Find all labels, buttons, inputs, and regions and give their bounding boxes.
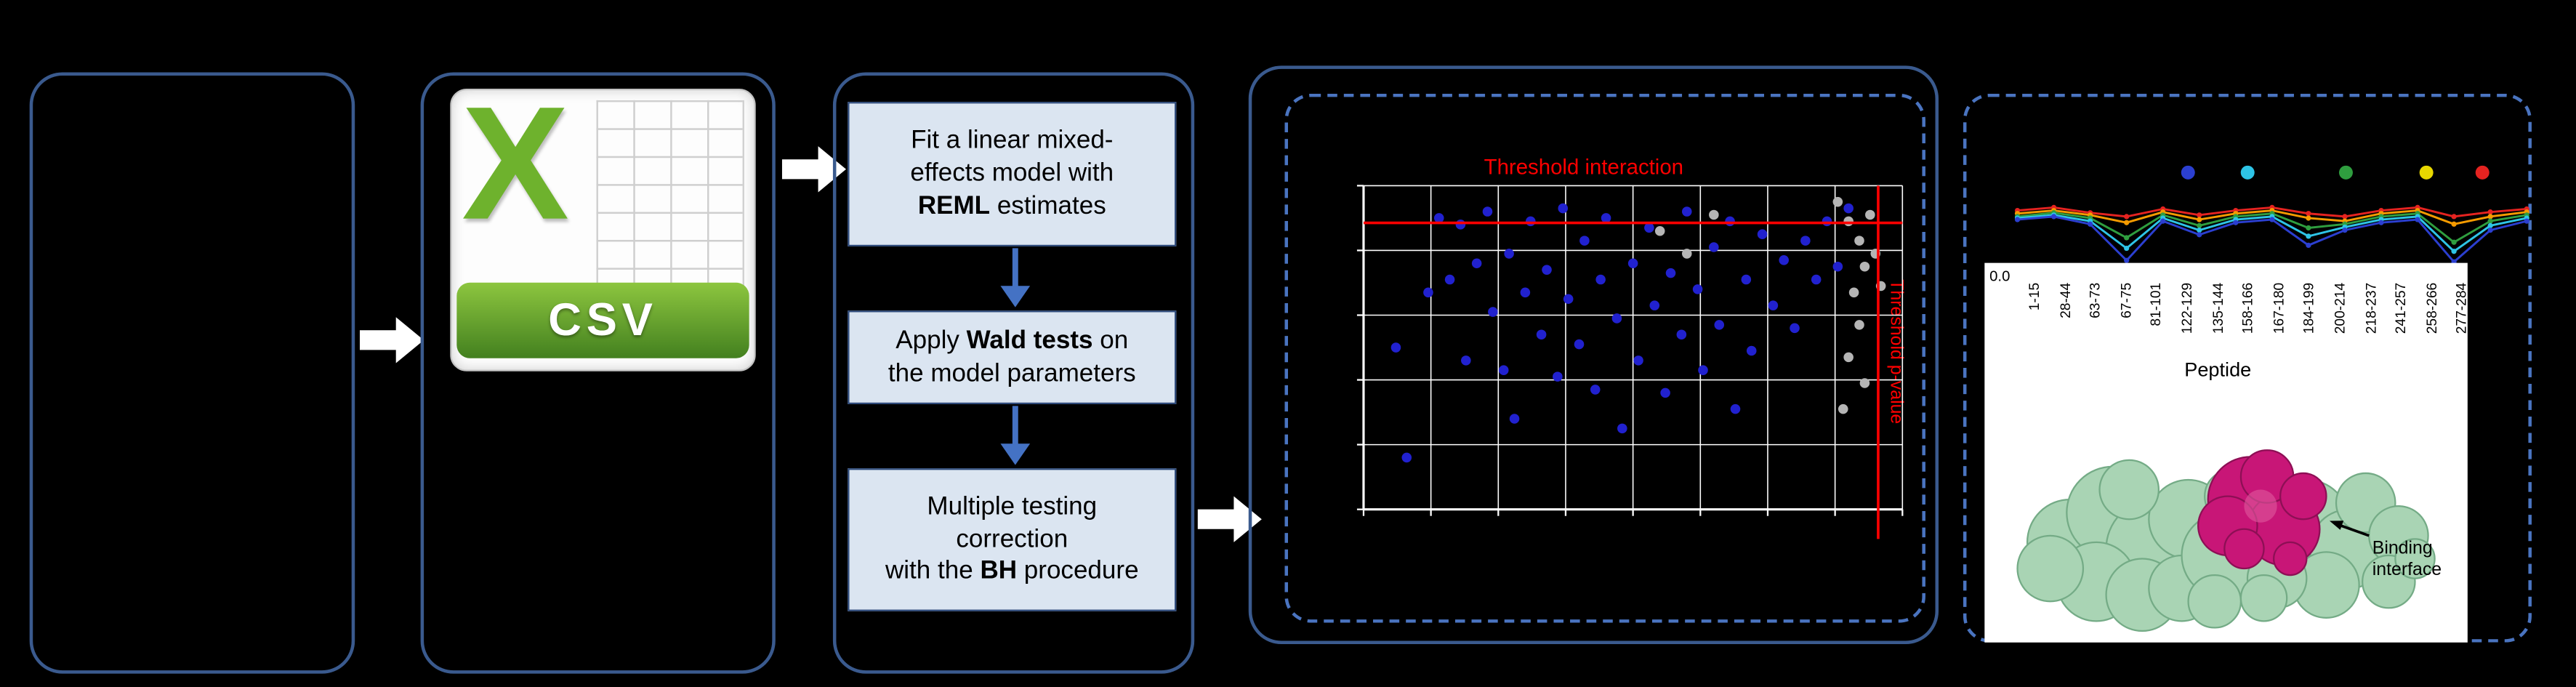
peptide-tick-label: 122-129	[2178, 282, 2195, 334]
peptide-tick-label: 277-284	[2453, 282, 2470, 334]
csv-spreadsheet-grid	[596, 100, 744, 294]
peptide-tick-label: 184-199	[2301, 282, 2317, 334]
deuterium-uptake-chart	[2014, 165, 2529, 265]
volcano-scatter-plot	[1356, 185, 1904, 539]
peptide-axis-label: Peptide	[2184, 358, 2252, 382]
peptide-tick-label: 158-166	[2239, 282, 2256, 334]
protein-structure	[2016, 449, 2436, 632]
results-panel-dashed	[1284, 93, 1925, 623]
peptide-tick-label: 167-180	[2270, 282, 2287, 334]
peptide-tick-label: 63-73	[2086, 282, 2104, 318]
methods-panel	[832, 72, 1195, 674]
csv-file-icon: X CSV	[450, 72, 756, 371]
arrow-down-icon	[1000, 406, 1031, 465]
volcano-threshold-interaction-label: Threshold interaction	[1484, 154, 1684, 180]
peptide-tick-label: 67-75	[2117, 282, 2134, 318]
results-panel-outer	[1248, 65, 1939, 645]
y-axis-tick-label: 0.0	[1989, 268, 2011, 285]
flow-arrow-right-icon	[781, 146, 847, 193]
csv-x-glyph: X	[462, 72, 569, 254]
flow-arrow-right-icon	[1197, 496, 1262, 542]
peptide-tick-label: 258-266	[2423, 282, 2439, 334]
flow-arrow-right-icon	[359, 317, 424, 363]
csv-banner-label: CSV	[456, 282, 749, 358]
peptide-tick-label: 218-237	[2362, 282, 2378, 334]
csv-panel	[420, 72, 776, 674]
peptide-tick-label: 1-15	[2025, 282, 2042, 311]
arrow-down-icon	[1000, 248, 1031, 308]
peptide-tick-label: 241-257	[2392, 282, 2409, 334]
binding-interface-label: Binding interface	[2372, 539, 2442, 580]
peptide-tick-label: 28-44	[2056, 282, 2073, 318]
peptide-axis-panel: 0.0 1-15 28-44 63-73 67-75 81-101 122-129 135-…	[1984, 262, 2470, 643]
peptide-tick-label: 81-101	[2147, 282, 2165, 326]
input-data-panel	[29, 72, 355, 674]
peptide-tick-label: 135-144	[2209, 282, 2226, 334]
binding-interface-arrow	[2329, 521, 2370, 537]
peptide-tick-label: 200-214	[2331, 282, 2348, 334]
